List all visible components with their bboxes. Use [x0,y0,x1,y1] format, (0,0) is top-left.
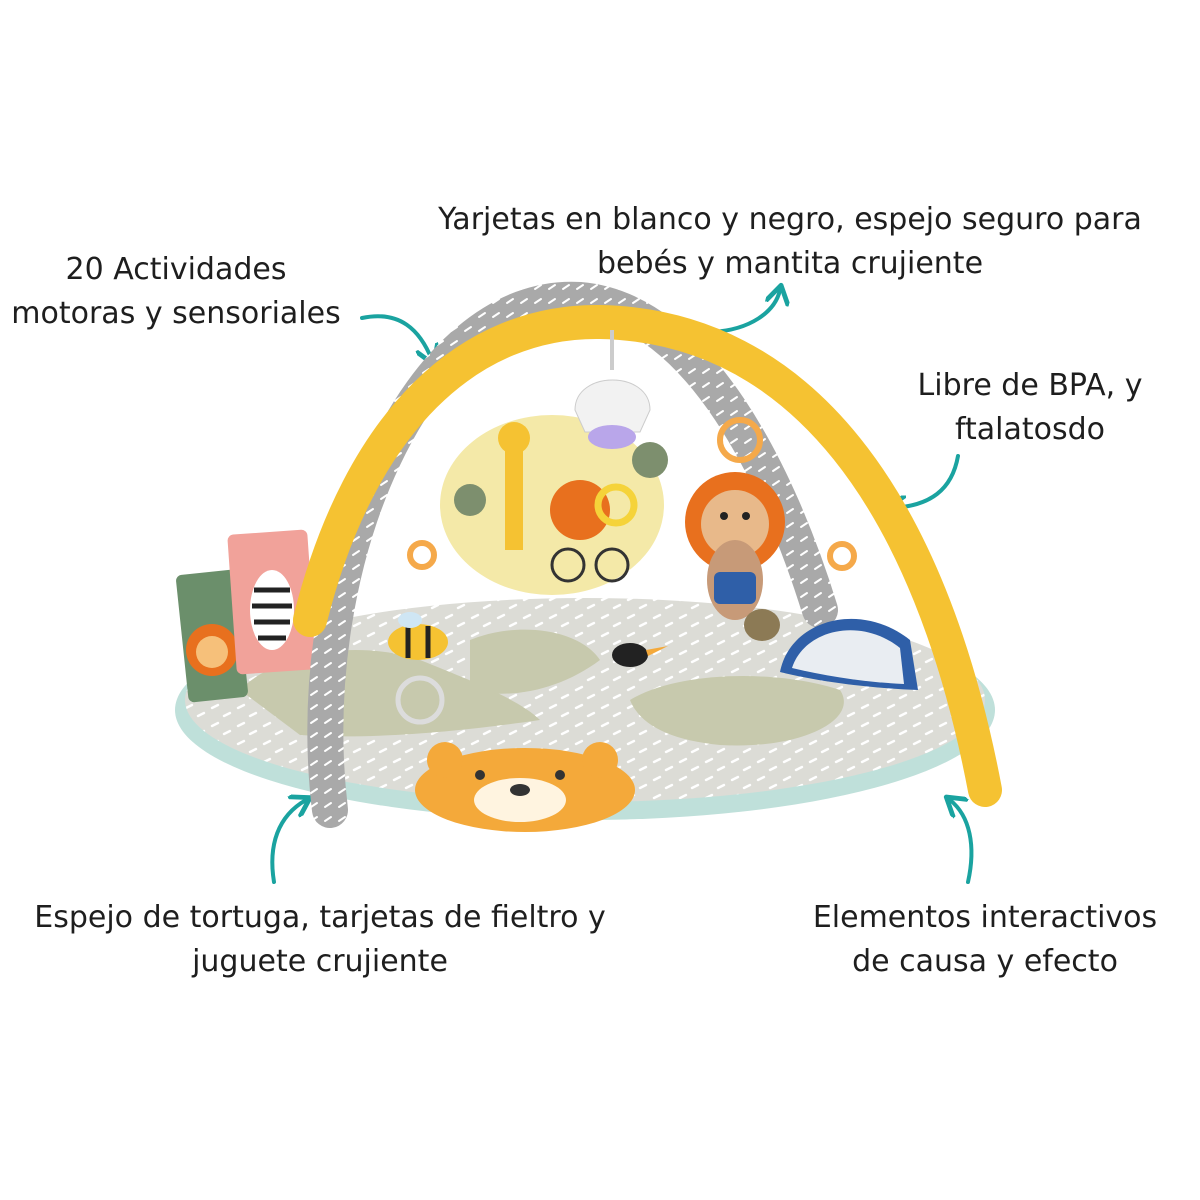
yellow-arch [293,304,1002,807]
label-line: Libre de BPA, y [917,368,1143,403]
bee-rattle [388,612,448,725]
label-line: Elementos interactivos [812,900,1158,935]
grey-arch [307,281,838,828]
label-line: motoras y sensoriales [11,296,341,331]
arrow-cause-effect [950,800,974,884]
label-line: bebés y mantita crujiente [596,246,984,281]
turtle-mirror [744,609,918,690]
lion-plush [685,472,785,620]
arrow-turtle [270,800,306,884]
feature-label-cards-mirror: Yarjetas en blanco y negro, espejo segur… [400,198,1180,286]
teething-rings [407,417,857,571]
side-cards [176,529,317,703]
label-line: juguete crujiente [192,944,448,979]
arrow-cards [710,290,780,334]
label-line: 20 Actividades [65,252,287,287]
feature-label-turtle-mirror: Espejo de tortuga, tarjetas de fieltro y… [10,896,630,984]
tiger-face-print [415,742,635,832]
label-line: de causa y efecto [852,944,1118,979]
feature-label-bpa-free: Libre de BPA, y ftalatosdo [880,364,1180,452]
gym-arches [293,281,1002,828]
arrow-activities [360,314,432,360]
feature-label-cause-effect: Elementos interactivos de causa y efecto [790,896,1180,984]
label-line: Espejo de tortuga, tarjetas de fieltro y [34,900,606,935]
toucan-print [612,643,668,667]
feature-label-activities: 20 Actividades motoras y sensoriales [0,248,356,336]
label-line: Yarjetas en blanco y negro, espejo segur… [438,202,1142,237]
light-rattle [574,330,651,527]
label-line: ftalatosdo [954,412,1106,447]
fabric-book [440,415,668,595]
